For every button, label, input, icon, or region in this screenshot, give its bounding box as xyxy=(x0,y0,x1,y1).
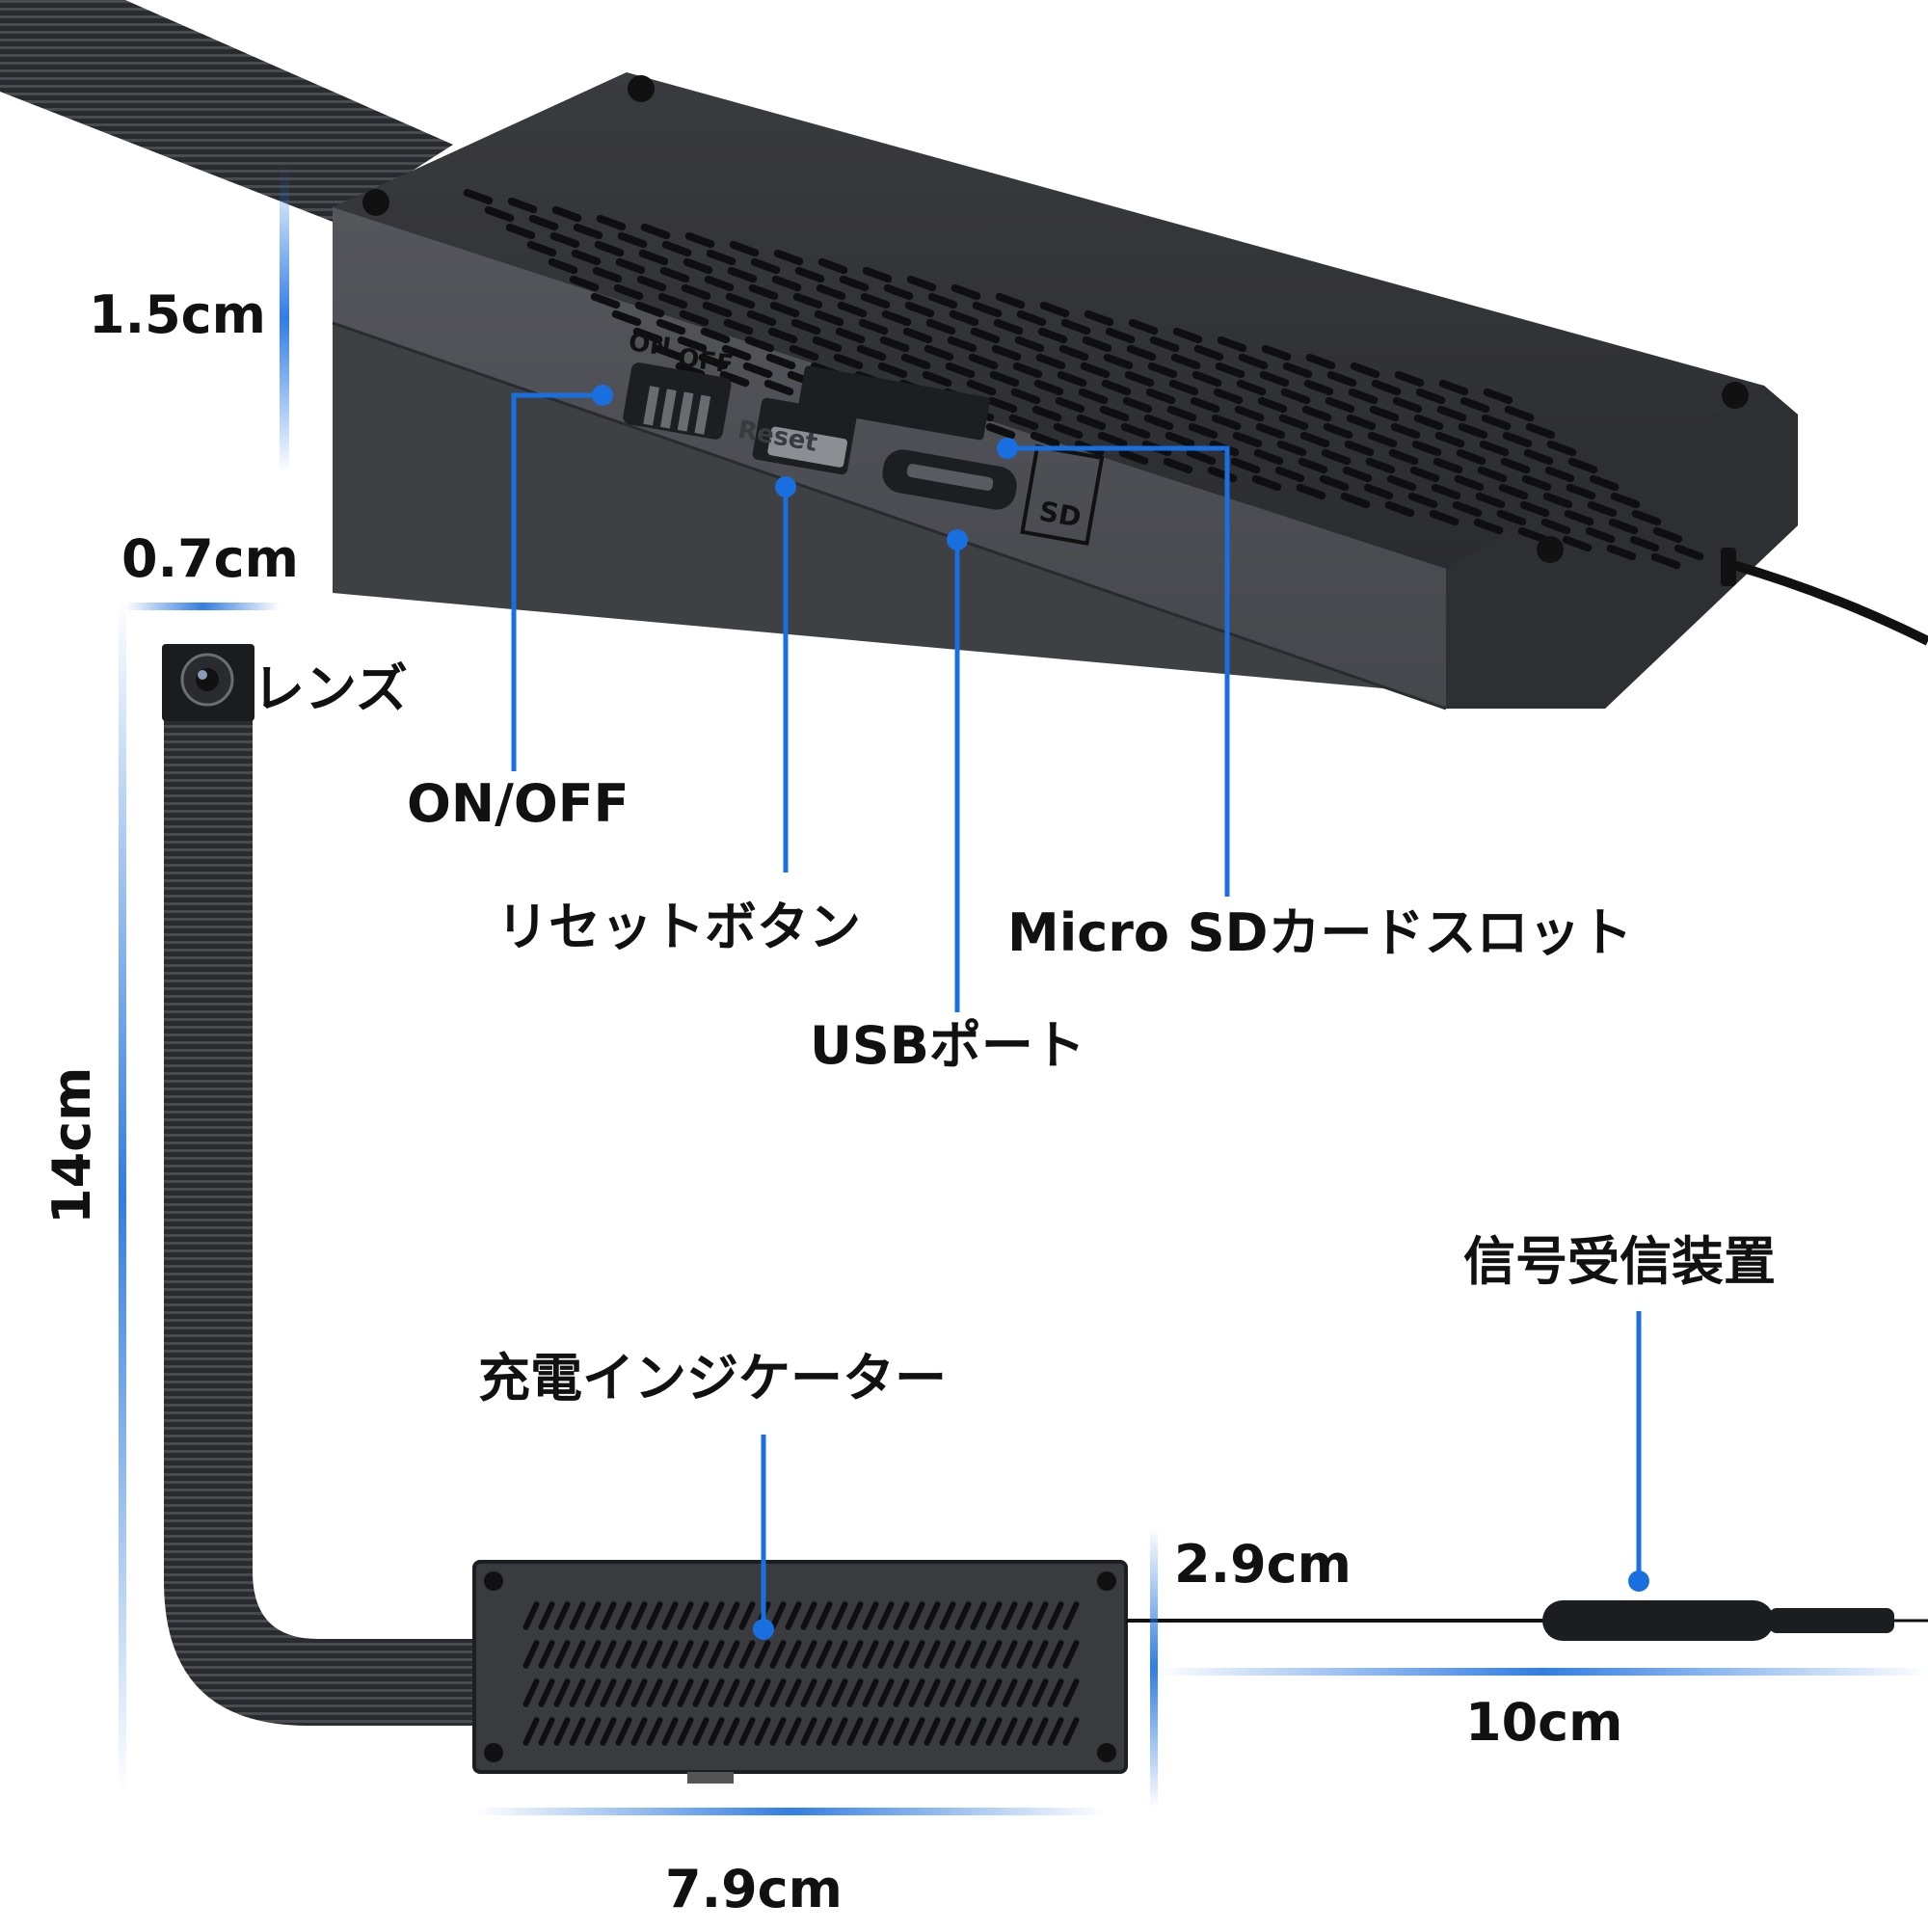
label-usb-port: USBポート xyxy=(810,1015,1085,1076)
switch-on-marking: ON xyxy=(627,328,673,362)
sd-logo-box xyxy=(1020,443,1105,546)
antenna xyxy=(1126,1600,1928,1641)
label-charge-indicator: 充電インジケーター xyxy=(478,1348,947,1409)
dim-box-height: 2.9cm xyxy=(1174,1534,1352,1595)
dim-lens-width: 0.7cm xyxy=(121,528,299,589)
callout-on-off xyxy=(511,392,602,771)
label-lens: レンズ xyxy=(253,658,408,719)
port-panel xyxy=(623,362,1105,546)
label-reset-button: リセットボタン xyxy=(496,897,861,957)
label-sd-slot: Micro SDカードスロット xyxy=(1007,902,1633,963)
lens-module xyxy=(162,644,477,1726)
label-on-off: ON/OFF xyxy=(407,773,629,834)
dimension-markers xyxy=(119,164,1928,1815)
dim-body-height: 1.5cm xyxy=(89,284,266,345)
label-receiver: 信号受信装置 xyxy=(1463,1231,1776,1292)
box-vent-grille xyxy=(522,1601,1080,1746)
dim-box-width: 7.9cm xyxy=(665,1859,843,1919)
sd-marking: SD xyxy=(1036,495,1084,534)
callout-dots xyxy=(592,385,1649,1640)
callout-lines xyxy=(511,392,1642,1629)
sd-slot xyxy=(798,365,990,441)
recorder-body xyxy=(332,72,1928,711)
dim-cable-length: 14cm xyxy=(41,1066,102,1224)
dim-antenna-length: 10cm xyxy=(1465,1692,1623,1753)
ribbon-cable-top xyxy=(0,0,453,222)
switch-off-marking: OFF xyxy=(676,343,736,380)
callout-sd xyxy=(1007,445,1230,897)
battery-box xyxy=(472,1560,1128,1784)
